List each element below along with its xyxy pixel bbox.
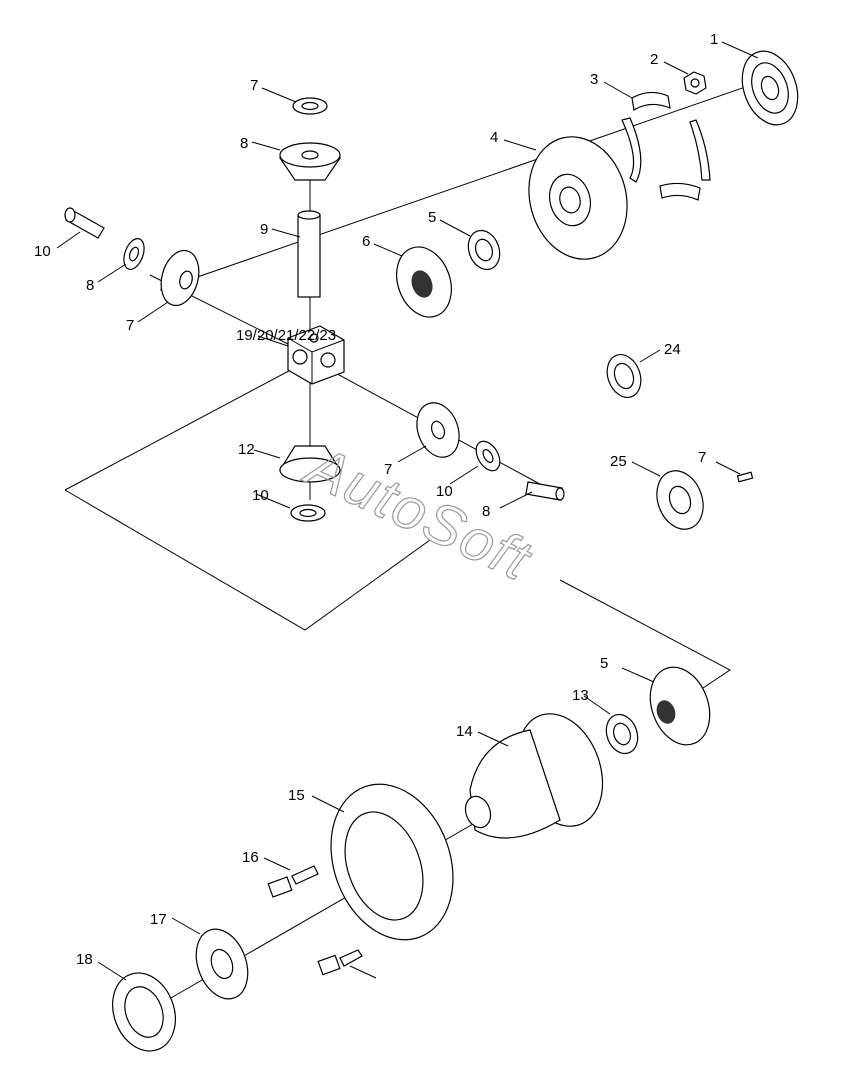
callout-8-bottom: 12 [238, 441, 255, 458]
part-5-washer-upper [467, 229, 501, 271]
callout-12: 5 [600, 655, 608, 672]
part-19-23-shim [606, 354, 642, 398]
callout-4: 4 [490, 129, 498, 146]
callout-5: 5 [428, 209, 436, 226]
part-1-bearing [741, 50, 799, 126]
part-10-pin-left [64, 207, 105, 239]
callout-13: 14 [456, 723, 473, 740]
part-12-side-gear [649, 666, 711, 746]
callout-15: 16 [242, 849, 259, 866]
callout-8-left: 7 [126, 317, 134, 334]
callout-1: 1 [710, 31, 718, 48]
part-10-pin-right [525, 481, 565, 501]
part-7-washer-left [123, 238, 145, 270]
part-17-bearing [112, 972, 176, 1052]
part-7-washer-right [475, 440, 501, 472]
callout-10: 10 [34, 243, 51, 260]
leader-lines [56, 41, 759, 981]
part-3-lock-plates [621, 91, 711, 201]
part-9-cross-shaft [297, 210, 321, 298]
callout-7-left: 8 [86, 277, 94, 294]
callout-11: 19/20/21/22/23 [236, 327, 336, 344]
part-14-ring-gear [330, 783, 454, 941]
part-7-washer-top [292, 97, 328, 115]
part-8-pinion-right [416, 402, 460, 458]
callout-10-right: 8 [482, 503, 490, 520]
callout-2: 2 [650, 51, 658, 68]
callout-25: 7 [698, 449, 706, 466]
callout-labels: 1 2 3 4 5 6 7 8 9 10 19/20/21/22/23 24 2… [34, 31, 718, 968]
part-2-nut [683, 71, 707, 95]
callout-3: 3 [590, 71, 598, 88]
callout-8: 8 [240, 135, 248, 152]
callout-7-bottom: 10 [252, 487, 269, 504]
callout-24: 25 [610, 453, 627, 470]
callout-17: 18 [76, 951, 93, 968]
part-5-washer-lower [605, 713, 639, 755]
part-13-differential-case [464, 713, 604, 839]
watermark: AutoSoft [295, 432, 542, 593]
part-4-flange [528, 136, 628, 260]
callout-6: 6 [362, 233, 370, 250]
callout-7-right: 10 [436, 483, 453, 500]
callout-7: 7 [250, 77, 258, 94]
callout-5-lower: 13 [572, 687, 589, 704]
callout-8-right: 7 [384, 461, 392, 478]
part-7-washer-bottom [290, 504, 326, 522]
part-25-pin [736, 471, 754, 483]
part-8-pinion-top [278, 142, 342, 181]
part-11-spider-block [287, 325, 345, 385]
part-16-flange [195, 928, 249, 1000]
callout-16: 17 [150, 911, 167, 928]
callout-19-23: 24 [664, 341, 681, 358]
callout-14: 15 [288, 787, 305, 804]
part-8-pinion-left [160, 249, 200, 307]
part-24-flange [656, 470, 704, 530]
part-8-pinion-bottom [278, 445, 342, 483]
part-6-side-gear [396, 246, 452, 318]
part-15-bolt [267, 865, 319, 898]
part-18-bolt [317, 949, 363, 976]
callout-9: 9 [260, 221, 268, 238]
